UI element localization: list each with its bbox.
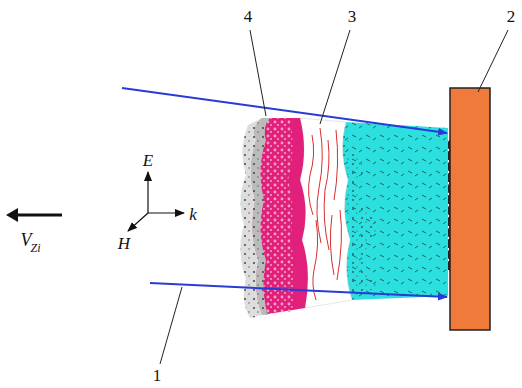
beam-edge [122,88,447,133]
callout-number: 2 [507,8,516,25]
field-axes [128,172,184,231]
target-plate [450,88,490,330]
callout-number: 3 [348,8,357,25]
field-symbol: E [143,152,153,169]
red-filaments [309,128,342,300]
leader-lines [160,30,508,364]
velocity-symbol: V [21,231,32,249]
wave-vector-symbol: k [189,206,197,223]
velocity-subscript: Zi [31,242,41,254]
beam-edge [150,283,447,297]
cyan-layer [342,122,448,300]
field-symbol: H [118,235,130,252]
callout-number: 4 [244,8,253,25]
callout-number: 1 [153,367,162,384]
